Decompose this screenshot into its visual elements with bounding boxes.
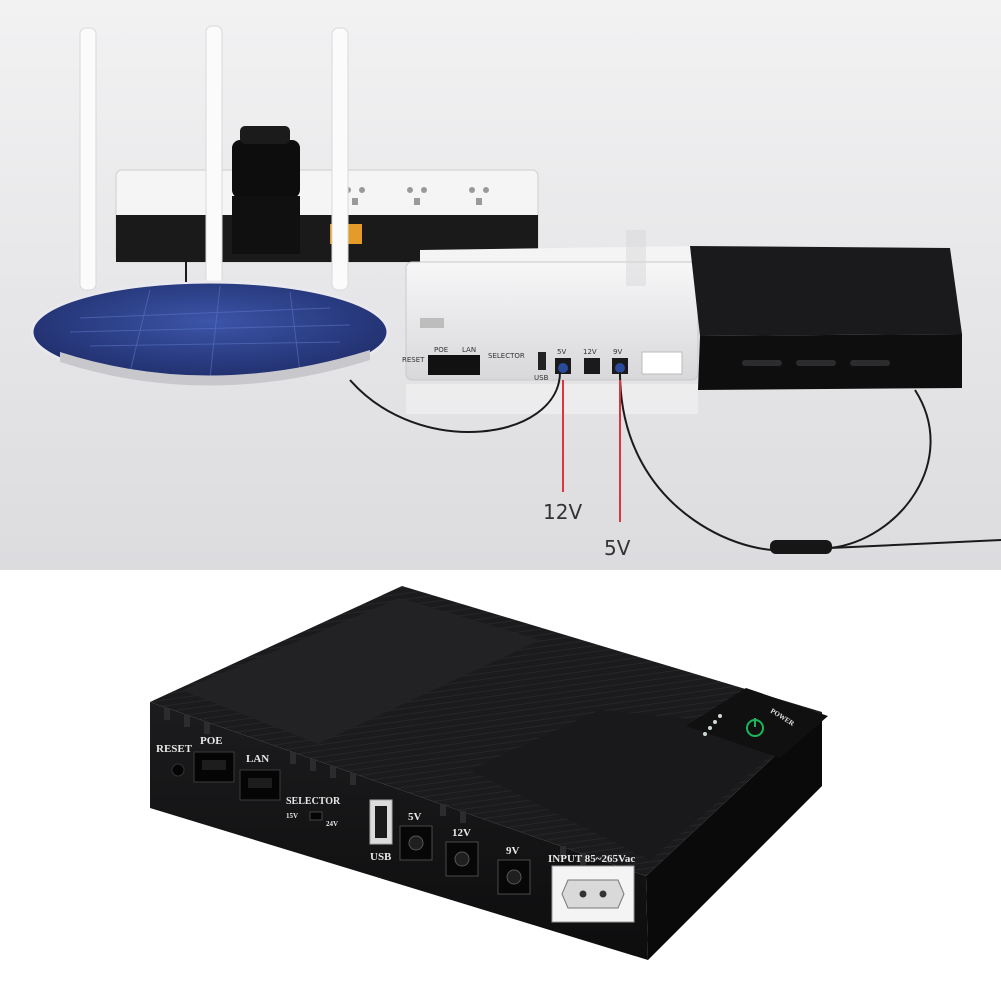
port-12v-socket: [454, 851, 470, 867]
white-ups-body: [405, 261, 699, 381]
router-antennas: [79, 25, 349, 291]
wall-adapter-top: [240, 126, 290, 144]
router-pattern: [69, 285, 351, 379]
blue-router: [30, 280, 390, 386]
port-9v-label: 9V: [506, 845, 520, 857]
router-body: [32, 282, 388, 382]
reset-button: [171, 763, 185, 777]
plug-9v-connector: [615, 363, 625, 373]
dc-jack-icon: [584, 358, 600, 374]
selector-15v-label: 15V: [286, 812, 298, 820]
black-ups-vent-ridge: [164, 708, 586, 865]
antenna-icon: [205, 25, 223, 289]
port-5v-label: 5V: [408, 811, 422, 823]
antenna-icon: [331, 27, 349, 291]
lan-label: LAN: [246, 753, 269, 765]
selector-switch: [309, 811, 323, 821]
input-label: INPUT 85~265Vac: [548, 853, 635, 865]
callout-label-12v: 12V: [543, 500, 582, 524]
selector-24v-label: 24V: [326, 820, 338, 828]
cable-modem: [829, 389, 932, 549]
white-ups-rj45-ports: [428, 355, 480, 375]
lan-port-contacts: [248, 778, 272, 788]
callout-label-5v: 5V: [604, 536, 631, 560]
black-modem-box: [690, 246, 962, 390]
modem-top: [690, 246, 962, 336]
white-ups-poe-label: POE: [434, 346, 448, 354]
power-strip: [115, 169, 539, 263]
usb-port-icon: [538, 352, 546, 370]
wall-adapter-base: [232, 196, 300, 254]
poe-port-contacts: [202, 760, 226, 770]
status-leds: [703, 714, 722, 736]
white-ups-lan-label: LAN: [462, 346, 476, 354]
black-ups-top-panel: [182, 598, 540, 744]
black-ups-right-face: [646, 712, 822, 960]
router-base: [60, 350, 370, 386]
antenna-icon: [79, 27, 97, 291]
white-ups-5v-label: 5V: [557, 348, 566, 356]
rj45-port-icon: [239, 769, 281, 801]
white-ups-leds: [420, 318, 444, 328]
poe-label: POE: [200, 735, 223, 747]
ac-inlet-socket: [561, 879, 625, 909]
white-ups-reset-label: RESET: [402, 356, 425, 364]
white-ups-label-strip: [626, 230, 646, 286]
white-mini-ups: RESET POE LAN SELECTOR USB 5V 12V 9V: [402, 230, 700, 382]
black-ups-top-panel-right: [470, 710, 800, 860]
power-panel: [686, 688, 828, 758]
usb-label: USB: [370, 851, 392, 863]
cable-5v-to-router: [349, 371, 561, 433]
port-12v-label: 12V: [452, 827, 471, 839]
ac-inlet-pin-right: [599, 890, 607, 898]
wall-adapter: [232, 126, 300, 254]
selector-label: SELECTOR: [286, 796, 341, 807]
plug-5v-connector: [558, 363, 568, 373]
black-ups-front-face: [150, 702, 648, 960]
top-photo: RESET POE LAN SELECTOR USB 5V 12V 9V: [0, 0, 1001, 570]
modem-vents: [742, 360, 890, 366]
white-ups-selector-label: SELECTOR: [488, 352, 525, 360]
ac-inlet-pin-left: [579, 890, 587, 898]
reset-label: RESET: [156, 743, 193, 755]
white-ups-12v-label: 12V: [583, 348, 597, 356]
port-9v-socket: [506, 869, 522, 885]
cable-splitter: [770, 540, 832, 554]
cable-tail: [829, 539, 1001, 549]
white-ups-usb-label: USB: [534, 374, 549, 382]
dc-jack-icon: [497, 859, 531, 895]
port-5v-socket: [408, 835, 424, 851]
usb-port-inner: [375, 806, 387, 838]
ac-inlet-icon: [641, 351, 683, 375]
white-ups-9v-label: 9V: [613, 348, 622, 356]
wall-adapter-body: [232, 140, 300, 198]
bottom-photo: POWER RESET POE LAN SELECTOR 15V 24V USB…: [0, 570, 1001, 1001]
